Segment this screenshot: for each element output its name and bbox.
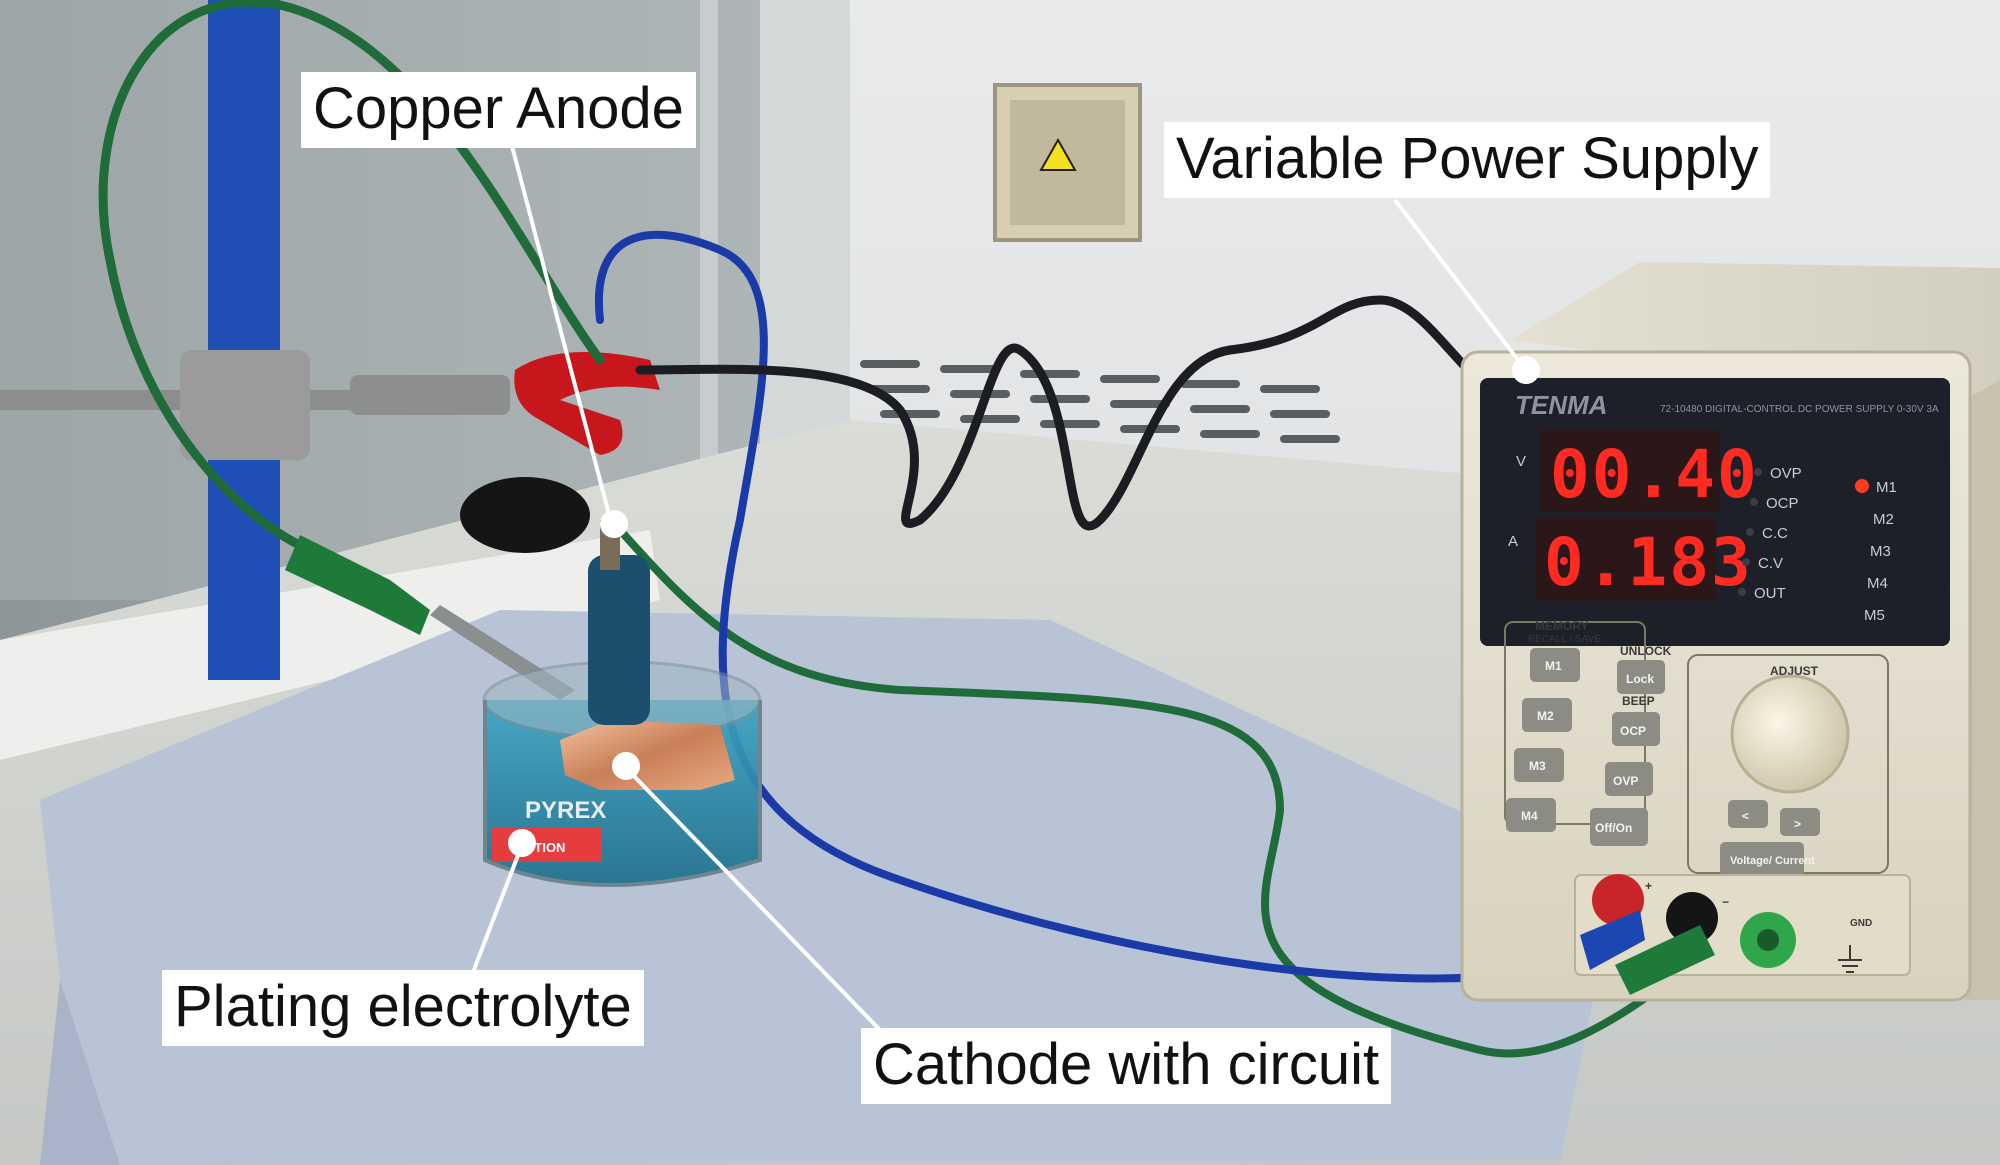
voltage-current-button[interactable] — [1720, 842, 1804, 878]
copper-anode-label: Copper Anode — [301, 72, 696, 148]
lock-key-label: Lock — [1626, 672, 1654, 686]
voltage-current-key-label: Voltage/ Current — [1730, 855, 1815, 867]
memory-indicator-label: M5 — [1864, 607, 1885, 624]
pyrex-beaker: UTION PYREX — [482, 520, 762, 887]
retort-stand-rod — [208, 0, 280, 680]
copper-anode-wrapped — [588, 555, 650, 725]
wall-socket-box — [993, 83, 1142, 242]
warning-triangle-icon — [1039, 137, 1077, 171]
anode-leader-dot — [600, 510, 628, 538]
adjust-label: ADJUST — [1770, 664, 1819, 678]
left-key-label: < — [1742, 809, 1749, 823]
variable-power-supply: TENMA 72-10480 DIGITAL-CONTROL DC POWER … — [1460, 262, 2000, 1002]
ground-symbol-icon — [1838, 945, 1862, 973]
ocp-key-label: OCP — [1620, 724, 1646, 738]
indicator-led-ovp — [1754, 468, 1762, 476]
cathode-label: Cathode with circuit — [861, 1028, 1392, 1104]
minus-sign: − — [1722, 895, 1729, 909]
memory-indicator-label: M1 — [1876, 479, 1897, 496]
memory-key-label: M3 — [1529, 759, 1546, 773]
memory-button-m1[interactable] — [1530, 648, 1580, 682]
memory-button-m4[interactable] — [1506, 798, 1556, 832]
indicator-led-cc — [1746, 528, 1754, 536]
negative-terminal[interactable] — [1666, 892, 1718, 944]
plus-sign: + — [1645, 879, 1652, 893]
right-arrow-button[interactable] — [1780, 808, 1820, 836]
memory-subtitle: RECALL / SAVE — [1528, 634, 1601, 645]
cathode-leader-line — [628, 770, 882, 1032]
indicator-label: C.V — [1758, 555, 1783, 572]
memory-indicator-label: M2 — [1873, 511, 1894, 528]
beaker-brand: PYREX — [525, 797, 606, 824]
red-clamp — [514, 352, 660, 455]
memory-button-m3[interactable] — [1514, 748, 1564, 782]
electrolyte-leader-line — [470, 849, 522, 976]
memory-title: MEMORY — [1535, 619, 1589, 633]
electrolyte-leader-dot — [508, 829, 536, 857]
anode-leader-line — [510, 145, 612, 519]
power-supply-label: Variable Power Supply — [1164, 122, 1771, 198]
unlock-label: UNLOCK — [1620, 644, 1672, 658]
ovp-button[interactable] — [1605, 762, 1653, 796]
model-text: 72-10480 DIGITAL-CONTROL DC POWER SUPPLY… — [1660, 404, 1939, 415]
voltage-display: 00.40 — [1550, 436, 1759, 513]
memory-indicator-label: M4 — [1867, 575, 1888, 592]
black-mains-cable — [635, 295, 1505, 531]
indicator-label: OVP — [1770, 465, 1802, 482]
lock-button[interactable] — [1617, 660, 1665, 694]
copper-cathode-sheet — [560, 720, 735, 790]
m1-led — [1855, 479, 1869, 493]
memory-key-label: M4 — [1521, 809, 1538, 823]
electrolyte-label: Plating electrolyte — [162, 970, 644, 1046]
right-key-label: > — [1794, 817, 1801, 831]
green-wire-return — [616, 526, 1704, 1058]
current-display: 0.183 — [1544, 524, 1753, 601]
off-on-button[interactable] — [1590, 808, 1648, 846]
psu-leader-line — [1393, 198, 1524, 367]
gnd-label: GND — [1850, 918, 1872, 929]
indicator-led-ocp — [1750, 498, 1758, 506]
positive-terminal[interactable] — [1592, 874, 1644, 926]
ocp-button[interactable] — [1612, 712, 1660, 746]
indicator-label: C.C — [1762, 525, 1788, 542]
beep-label: BEEP — [1622, 694, 1655, 708]
green-wire-anode — [98, 0, 605, 555]
ovp-key-label: OVP — [1613, 774, 1638, 788]
indicator-label: OUT — [1754, 585, 1786, 602]
memory-button-m2[interactable] — [1522, 698, 1572, 732]
adjust-knob[interactable] — [1730, 674, 1850, 794]
indicator-led-cv — [1742, 558, 1750, 566]
psu-leader-dot — [1512, 356, 1540, 384]
left-arrow-button[interactable] — [1728, 800, 1768, 828]
memory-indicator-label: M3 — [1870, 543, 1891, 560]
cathode-leader-dot — [612, 752, 640, 780]
brand-logo-text: TENMA — [1515, 390, 1607, 420]
indicator-label: OCP — [1766, 495, 1799, 512]
memory-key-label: M2 — [1537, 709, 1554, 723]
indicator-led-out — [1738, 588, 1746, 596]
memory-key-label: M1 — [1545, 659, 1562, 673]
off-on-key-label: Off/On — [1595, 821, 1632, 835]
voltage-unit: V — [1516, 453, 1526, 470]
current-unit: A — [1508, 533, 1518, 550]
